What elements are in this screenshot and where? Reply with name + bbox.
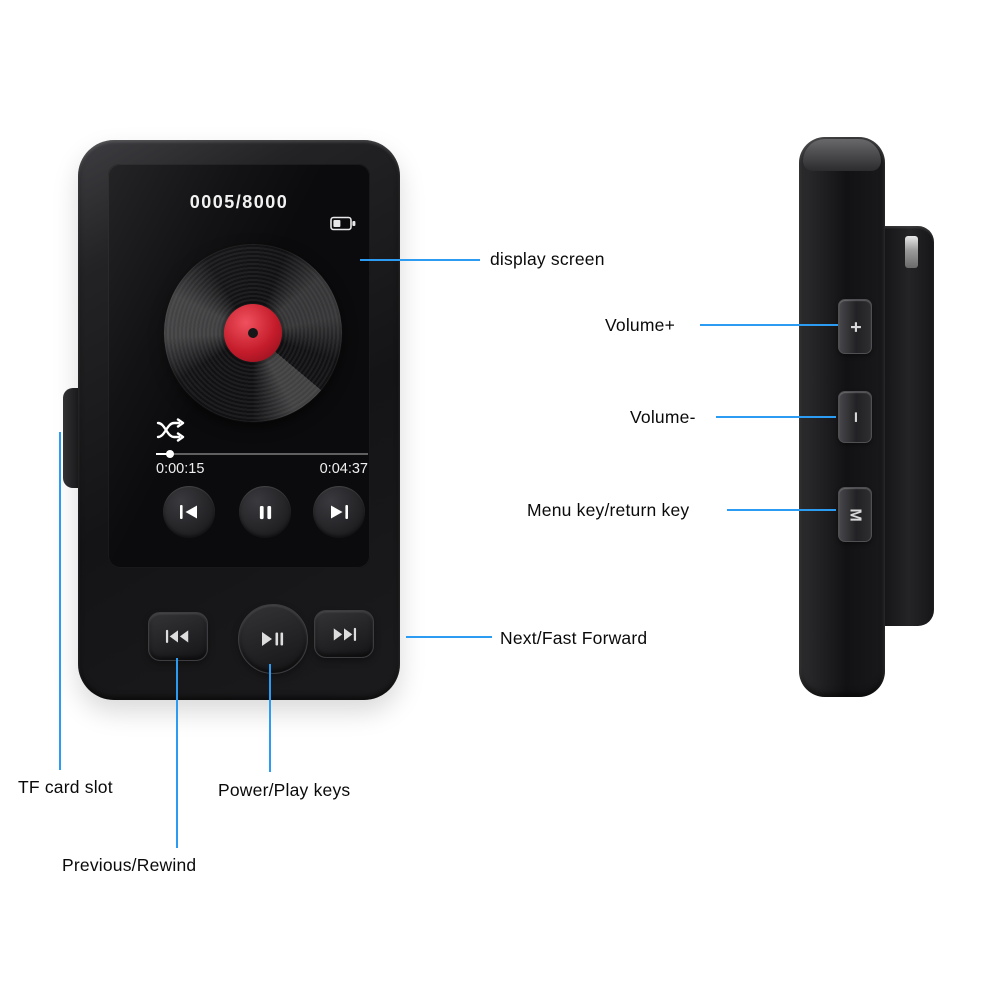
callout-line-next-fast-forward [406, 636, 492, 638]
callout-line-display-screen [360, 259, 480, 261]
fast-forward-icon [333, 627, 357, 641]
next-fast-forward-key [314, 610, 374, 658]
shuffle-icon [156, 418, 185, 442]
progress-fill [156, 453, 170, 455]
callout-label-next-fast-forward: Next/Fast Forward [500, 628, 648, 648]
next-track-button [313, 486, 365, 538]
power-play-key [238, 604, 308, 674]
vinyl-record [164, 244, 342, 422]
time-row: 0:00:15 0:04:37 [156, 461, 368, 477]
callout-line-previous-rewind [176, 658, 178, 848]
next-track-icon [331, 505, 348, 519]
elapsed-time: 0:00:15 [156, 461, 205, 477]
previous-rewind-key [148, 612, 208, 661]
display-screen: 0005/8000 0:00:15 [108, 164, 370, 568]
battery-icon [330, 216, 356, 231]
callout-label-tf-card-slot: TF card slot [18, 777, 113, 797]
callout-line-volume-plus [700, 324, 838, 326]
pause-button [239, 486, 291, 538]
mp3-player-front: 0005/8000 0:00:15 [78, 140, 400, 700]
progress-bar [156, 450, 368, 458]
callout-line-power-play-keys [269, 664, 271, 772]
pause-icon [259, 505, 271, 519]
callout-label-volume-minus: Volume- [630, 407, 696, 427]
volume-down-label: − [844, 411, 866, 423]
menu-key-label: M [846, 507, 864, 522]
clip-pin [905, 236, 918, 268]
progress-handle [166, 450, 174, 458]
volume-up-key: + [838, 299, 872, 354]
play-pause-icon [262, 632, 284, 646]
total-time: 0:04:37 [319, 461, 368, 477]
callout-line-menu-key [727, 509, 836, 511]
volume-up-label: + [844, 320, 866, 333]
callout-label-previous-rewind: Previous/Rewind [62, 855, 197, 875]
callout-label-volume-plus: Volume+ [605, 315, 675, 335]
callout-label-menu-key: Menu key/return key [527, 500, 690, 520]
vinyl-spindle [248, 328, 258, 338]
previous-track-button [163, 486, 215, 538]
callout-label-power-play-keys: Power/Play keys [218, 780, 351, 800]
menu-key: M [838, 487, 872, 542]
rewind-icon [165, 630, 189, 643]
volume-down-key: − [838, 391, 872, 443]
callout-label-display-screen: display screen [490, 249, 605, 269]
previous-track-icon [180, 505, 197, 519]
track-counter: 0005/8000 [189, 192, 289, 212]
callout-line-volume-minus [716, 416, 836, 418]
callout-line-tf-card-slot [59, 432, 61, 770]
